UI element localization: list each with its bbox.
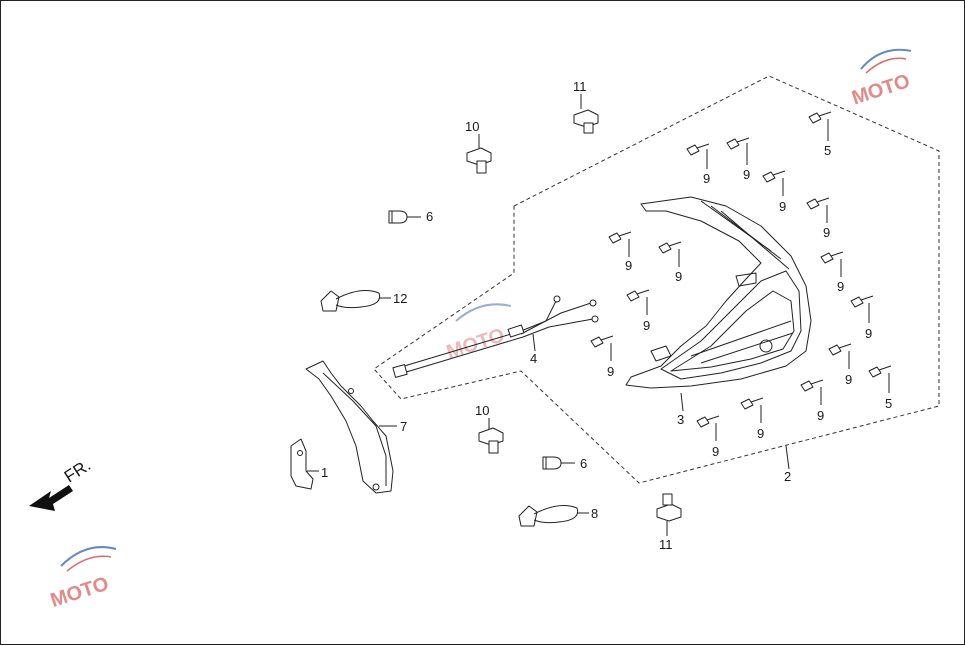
leader-line <box>785 445 790 470</box>
callout-9: 9 <box>712 444 719 459</box>
screw <box>658 241 682 254</box>
screw <box>850 295 874 308</box>
screw <box>608 231 632 244</box>
callout-9: 9 <box>643 318 650 333</box>
screw <box>868 365 892 378</box>
screw <box>740 397 764 410</box>
callout-8: 8 <box>591 506 598 521</box>
callout-6: 6 <box>426 209 433 224</box>
cable-tie <box>320 290 381 312</box>
callout-9: 9 <box>865 326 872 341</box>
callout-11: 11 <box>573 79 587 94</box>
front-direction-arrow: FR. <box>29 456 94 511</box>
callout-9: 9 <box>675 269 682 284</box>
svg-text:FR.: FR. <box>61 456 94 487</box>
callout-2: 2 <box>784 469 791 484</box>
callout-3: 3 <box>677 412 684 427</box>
callout-5: 5 <box>824 143 831 158</box>
callout-9: 9 <box>823 225 830 240</box>
leader-line <box>532 333 536 352</box>
screw <box>820 251 844 264</box>
bulb <box>542 456 562 470</box>
cable-tie <box>518 505 579 527</box>
callout-4: 4 <box>530 351 537 366</box>
callout-5: 5 <box>885 396 892 411</box>
callout-6: 6 <box>580 456 587 471</box>
flange-bolt <box>478 427 504 454</box>
callout-9: 9 <box>817 408 824 423</box>
assembly-outline <box>373 75 940 484</box>
screw <box>762 170 786 183</box>
screw <box>800 379 824 392</box>
callout-10: 10 <box>475 403 489 418</box>
screw <box>806 197 830 210</box>
callout-9: 9 <box>757 426 764 441</box>
screw <box>590 335 614 348</box>
wiring-harness <box>392 295 599 378</box>
svg-text:MOTO: MOTO <box>48 573 112 612</box>
screw <box>808 111 832 124</box>
callout-9: 9 <box>779 199 786 214</box>
flange-bolt <box>466 147 492 174</box>
bulb <box>388 210 408 224</box>
screw <box>696 415 720 428</box>
headlight-assembly <box>625 196 812 389</box>
callout-7: 7 <box>400 419 407 434</box>
screw <box>686 143 710 156</box>
callout-9: 9 <box>845 372 852 387</box>
screw <box>828 343 852 356</box>
callout-1: 1 <box>321 465 328 480</box>
clip-bracket <box>290 438 314 490</box>
callout-12: 12 <box>393 291 407 306</box>
leader-line <box>680 392 684 412</box>
screw <box>626 289 650 302</box>
callout-11: 11 <box>659 537 673 552</box>
callout-10: 10 <box>465 119 479 134</box>
watermark-logo: MOTO <box>48 546 117 612</box>
mounting-bracket <box>305 360 394 494</box>
callout-9: 9 <box>703 171 710 186</box>
screw <box>726 137 750 150</box>
watermark-logo: MOTO <box>444 303 512 364</box>
callout-9: 9 <box>625 258 632 273</box>
callout-9: 9 <box>837 279 844 294</box>
flange-bolt <box>573 109 599 134</box>
svg-text:MOTO: MOTO <box>849 70 913 109</box>
callout-9: 9 <box>743 167 750 182</box>
callout-9: 9 <box>607 364 614 379</box>
watermark-logo: MOTO <box>849 48 913 110</box>
flange-bolt <box>656 493 682 522</box>
